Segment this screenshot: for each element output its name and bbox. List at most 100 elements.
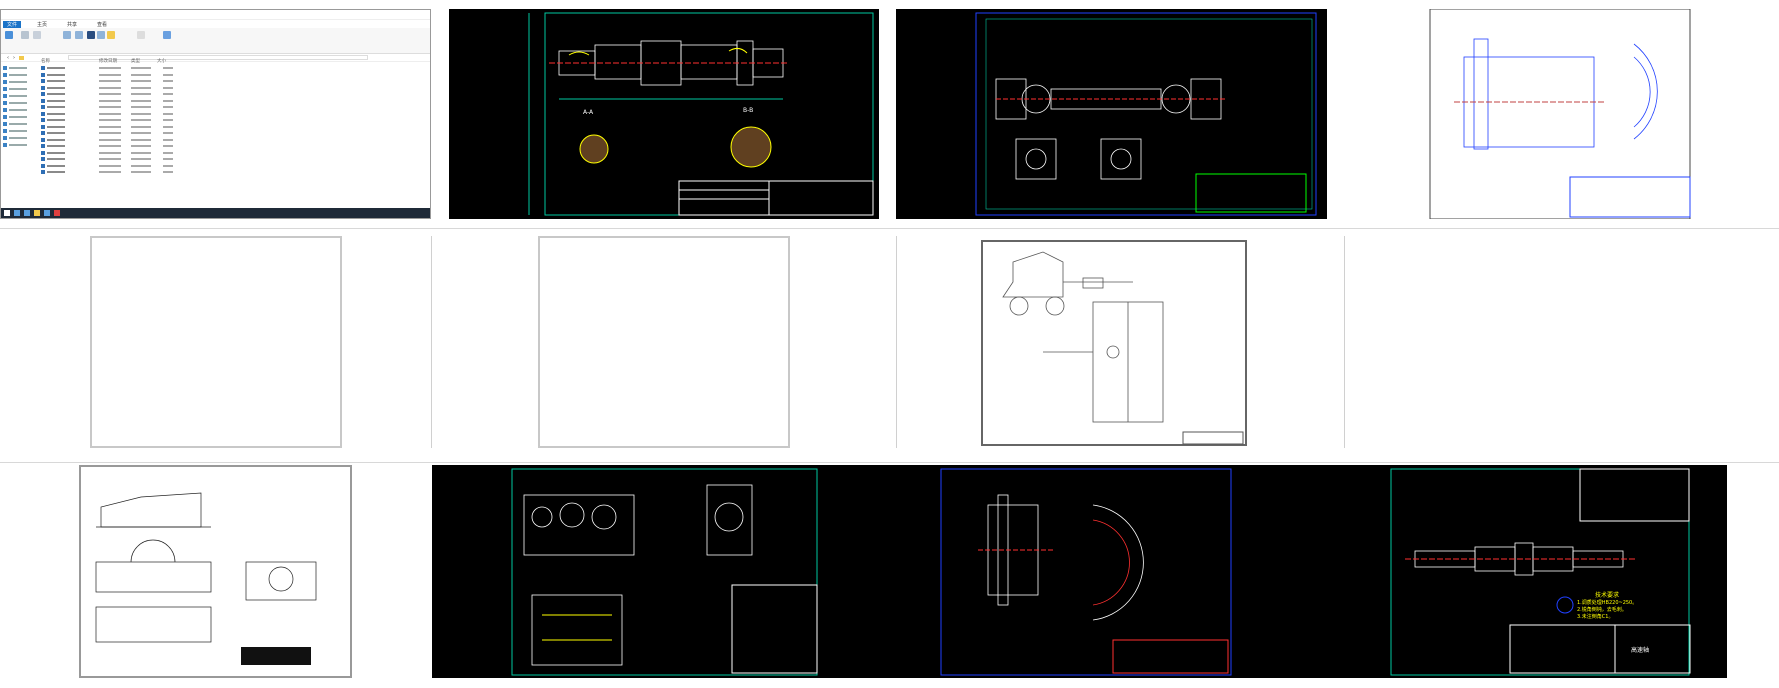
housing-svg [95, 492, 317, 665]
nav-item[interactable] [3, 127, 39, 134]
col-divider [896, 236, 897, 448]
row-divider [0, 228, 1779, 229]
explorer-taskbar-icon[interactable] [34, 210, 40, 216]
file-row[interactable] [41, 117, 421, 124]
nav-item[interactable] [3, 120, 39, 127]
section-label-a: A-A [583, 109, 594, 116]
forward-icon[interactable]: › [13, 54, 15, 61]
col-type[interactable]: 类型 [131, 59, 140, 64]
tech-req-title: 技术要求 [1595, 592, 1620, 599]
file-row[interactable] [41, 150, 421, 157]
file-row[interactable] [41, 137, 421, 144]
move-icon[interactable] [63, 31, 71, 39]
dwg-file-icon [41, 150, 45, 155]
nav-item[interactable] [3, 134, 39, 141]
tech-req-item: 3.未注倒角C1。 [1577, 614, 1614, 620]
new-folder-icon[interactable] [107, 31, 115, 39]
folder-icon [3, 65, 7, 70]
nav-item[interactable] [3, 64, 39, 71]
file-row[interactable] [41, 130, 421, 137]
nav-item[interactable] [3, 92, 39, 99]
address-bar[interactable]: ‹ › [1, 54, 430, 62]
bearing-cover-svg [940, 468, 1232, 676]
drive-shaft-svg [975, 12, 1317, 216]
col-divider [1344, 236, 1345, 448]
folder-icon [3, 142, 7, 147]
file-row[interactable] [41, 65, 421, 72]
dwg-file-icon [41, 118, 45, 123]
col-size[interactable]: 大小 [157, 59, 166, 64]
folder-icon [3, 107, 7, 112]
cad-drive-shaft-drawing [896, 9, 1327, 219]
column-headers: 名称 修改日期 类型 大小 [41, 58, 421, 65]
rename-icon[interactable] [97, 31, 105, 39]
dwg-file-icon [41, 105, 45, 110]
nav-item[interactable] [3, 78, 39, 85]
file-row[interactable] [41, 85, 421, 92]
properties-icon[interactable] [137, 31, 145, 39]
task-view-icon[interactable] [24, 210, 30, 216]
nav-item[interactable] [3, 113, 39, 120]
file-row[interactable] [41, 156, 421, 163]
nav-item[interactable] [3, 106, 39, 113]
nav-item[interactable] [3, 141, 39, 148]
folder-icon [3, 86, 7, 91]
dwg-file-icon [41, 124, 45, 129]
ribbon [1, 28, 430, 54]
blank-sheet [538, 236, 790, 448]
search-icon[interactable] [14, 210, 20, 216]
tab-view[interactable]: 查看 [97, 21, 108, 28]
nav-item[interactable] [3, 71, 39, 78]
cad-high-speed-shaft: 技术要求 1.调质处理HB220~250。 2.锐角倒钝，去毛刺。 3.未注倒角… [1295, 465, 1727, 678]
row-divider [0, 462, 1779, 463]
drawing-title: 高速轴 [1631, 647, 1650, 654]
back-icon[interactable]: ‹ [7, 54, 9, 61]
select-all-icon[interactable] [163, 31, 171, 39]
pin-icon[interactable] [5, 31, 13, 39]
file-row[interactable] [41, 98, 421, 105]
dwg-file-icon [41, 157, 45, 162]
file-row[interactable] [41, 124, 421, 131]
nav-item[interactable] [3, 85, 39, 92]
tab-file[interactable]: 文件 [3, 20, 22, 28]
nav-pane [3, 64, 39, 148]
file-row[interactable] [41, 143, 421, 150]
tab-home[interactable]: 主页 [37, 21, 48, 28]
file-row[interactable] [41, 163, 421, 170]
copy-icon[interactable] [21, 31, 29, 39]
reducer-svg [511, 468, 818, 676]
paste-icon[interactable] [33, 31, 41, 39]
blank-sheet [90, 236, 342, 448]
shaft-drawing-svg [528, 12, 874, 216]
file-row[interactable] [41, 111, 421, 118]
dwg-file-icon [41, 163, 45, 168]
col-name[interactable]: 名称 [41, 59, 50, 64]
file-row[interactable] [41, 104, 421, 111]
taskbar [1, 208, 430, 218]
file-row[interactable] [41, 91, 421, 98]
ribbon-tabs: 文件 主页 共享 查看 [1, 20, 430, 28]
col-divider [431, 236, 432, 448]
tech-req-item: 2.锐角倒钝，去毛刺。 [1577, 607, 1627, 613]
delete-icon[interactable] [87, 31, 95, 39]
vehicle-drawing-sheet [981, 240, 1247, 446]
cad-sleeve-drawing [1344, 9, 1779, 219]
nav-item[interactable] [3, 99, 39, 106]
breadcrumb[interactable] [68, 55, 368, 60]
file-row[interactable] [41, 169, 421, 176]
col-modified[interactable]: 修改日期 [99, 59, 117, 64]
dwg-file-icon [41, 72, 45, 77]
cad-gearbox-housing-sheet [79, 465, 352, 678]
start-icon[interactable] [4, 210, 10, 216]
file-explorer-window[interactable]: 文件 主页 共享 查看 ‹ › 名称 修改日期 类型 大小 [0, 9, 431, 219]
app-taskbar-icon[interactable] [54, 210, 60, 216]
tab-share[interactable]: 共享 [67, 21, 78, 28]
file-row[interactable] [41, 78, 421, 85]
vehicle-svg [1002, 251, 1244, 445]
copy-to-icon[interactable] [75, 31, 83, 39]
cad-bearing-cover [863, 465, 1295, 678]
app-taskbar-icon[interactable] [44, 210, 50, 216]
dwg-file-icon [41, 111, 45, 116]
file-row[interactable] [41, 72, 421, 79]
folder-icon [19, 55, 24, 60]
